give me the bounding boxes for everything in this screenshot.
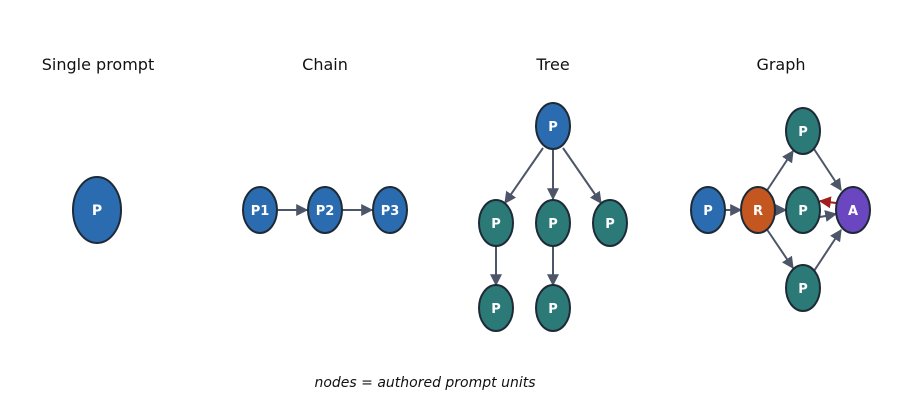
graph-title: Graph: [756, 55, 805, 74]
tree-child-1-label: P: [491, 217, 501, 232]
graph-edge-bottom-aggregator: [813, 228, 842, 272]
graph-router-node: [740, 186, 776, 234]
chain-panel: P1 P2 P3: [242, 186, 408, 234]
graph-middle-label: P: [798, 204, 808, 219]
tree-child-node-2: [535, 199, 571, 247]
tree-grandchild-node-1: [478, 284, 514, 332]
tree-child-node-3: [592, 199, 628, 247]
tree-grandchild-node-2: [535, 284, 571, 332]
graph-bottom-node: [785, 264, 821, 312]
tree-grandchild-1-label: P: [491, 302, 501, 317]
chain-node-p2: [307, 186, 343, 234]
graph-edge-router-top: [765, 149, 794, 193]
graph-aggregator-node: [835, 186, 871, 234]
tree-child-node-1: [478, 199, 514, 247]
graph-entry-label: P: [703, 204, 713, 219]
graph-edge-router-bottom: [765, 227, 794, 269]
graph-top-label: P: [798, 125, 808, 140]
single-prompt-node-label: P: [92, 203, 102, 219]
graph-top-node: [785, 107, 821, 155]
graph-aggregator-label: A: [848, 204, 858, 219]
diagram-caption: nodes = authored prompt units: [314, 375, 535, 391]
tree-child-2-label: P: [548, 217, 558, 232]
graph-entry-node: [690, 186, 726, 234]
graph-edge-middle-aggregator: [819, 210, 838, 222]
tree-child-3-label: P: [605, 217, 615, 232]
tree-edge-root-child3: [562, 147, 602, 204]
tree-root-node: [535, 102, 571, 150]
tree-grandchild-2-label: P: [548, 302, 558, 317]
chain-node-p3: [372, 186, 408, 234]
chain-title: Chain: [302, 55, 348, 74]
chain-node-p1: [242, 186, 278, 234]
single-prompt-node: [72, 176, 122, 244]
tree-title: Tree: [535, 55, 569, 74]
tree-panel: P P P P P P: [478, 102, 628, 332]
graph-edge-top-aggregator: [813, 148, 842, 192]
chain-node-p3-label: P3: [381, 204, 400, 219]
graph-feedback-edge-aggregator-middle: [818, 196, 837, 209]
graph-router-label: R: [753, 204, 763, 219]
graph-bottom-label: P: [798, 282, 808, 297]
tree-root-label: P: [548, 120, 558, 135]
graph-panel: P R P P P A: [690, 107, 871, 312]
chain-node-p1-label: P1: [251, 204, 270, 219]
single-prompt-panel: P: [72, 176, 122, 244]
chain-node-p2-label: P2: [316, 204, 335, 219]
tree-edge-root-child1: [504, 147, 544, 204]
single-prompt-title: Single prompt: [42, 55, 154, 74]
graph-middle-node: [785, 186, 821, 234]
